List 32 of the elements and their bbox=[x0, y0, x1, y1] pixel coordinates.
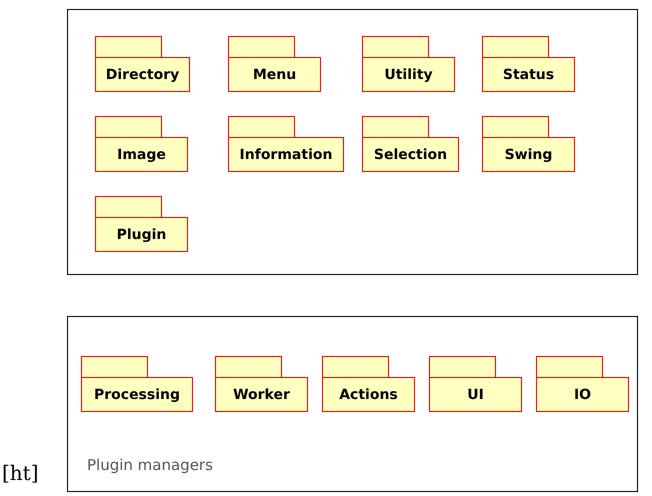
package-box bbox=[95, 116, 188, 172]
package-box bbox=[362, 116, 459, 172]
package-box bbox=[95, 36, 190, 92]
package-box bbox=[322, 356, 415, 412]
package-box bbox=[429, 356, 522, 412]
package-box bbox=[81, 356, 193, 412]
package-frame bbox=[67, 9, 638, 275]
package-label: Swing bbox=[504, 148, 552, 162]
package-label: Image bbox=[117, 148, 166, 162]
placement-note: [ht] bbox=[2, 463, 39, 483]
package-label: Selection bbox=[374, 148, 448, 162]
package-box bbox=[95, 196, 188, 252]
package-box bbox=[482, 116, 575, 172]
package-box bbox=[215, 356, 308, 412]
package-box bbox=[228, 116, 344, 172]
package-label: Actions bbox=[339, 388, 398, 402]
package-label: Menu bbox=[252, 68, 296, 82]
package-label: Worker bbox=[233, 388, 290, 402]
package-label: Information bbox=[240, 148, 332, 162]
package-label: Plugin bbox=[116, 228, 166, 242]
package-label: Processing bbox=[94, 388, 180, 402]
frame-label: Plugin managers bbox=[87, 458, 213, 473]
package-label: UI bbox=[467, 388, 484, 402]
package-label: IO bbox=[574, 388, 592, 402]
package-label: Directory bbox=[106, 68, 180, 82]
package-box bbox=[536, 356, 629, 412]
package-label: Status bbox=[502, 68, 554, 82]
package-box bbox=[228, 36, 321, 92]
package-box bbox=[362, 36, 455, 92]
package-frame bbox=[67, 316, 638, 492]
package-box bbox=[482, 36, 575, 92]
package-label: Utility bbox=[384, 68, 433, 82]
